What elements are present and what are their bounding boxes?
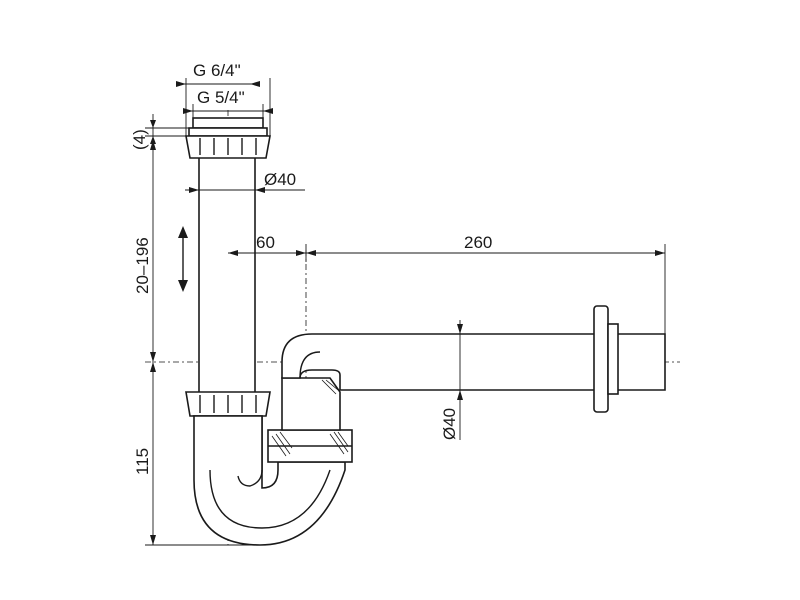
lower-slip-nut	[185, 391, 271, 417]
wall-flange	[593, 305, 619, 413]
top-slip-nut	[185, 117, 271, 159]
offset-60-label: 60	[256, 233, 275, 252]
dim-length-260: 260	[306, 233, 666, 334]
dim-gap: (4)	[130, 114, 193, 150]
trap-union-nut	[267, 377, 353, 463]
dim-pipe-diameter-side: Ø40	[440, 320, 463, 440]
dim-offset-60: 60	[228, 233, 307, 262]
thread-outer-label: G 6/4"	[193, 61, 241, 80]
height-adjust-arrow-icon	[178, 226, 188, 292]
dim-height-115: 115	[133, 362, 260, 546]
adjust-range-label: 20–196	[133, 237, 152, 294]
dim-pipe-diameter-top: Ø40	[185, 170, 305, 193]
length-260-label: 260	[464, 233, 492, 252]
dim-thread-inner: G 5/4"	[183, 88, 273, 120]
pipe-diameter-top-label: Ø40	[264, 170, 296, 189]
dim-adjust-range: 20–196	[133, 140, 156, 362]
height-115-label: 115	[133, 448, 152, 475]
dim-thread-outer: G 6/4"	[176, 61, 271, 136]
gap-label: (4)	[130, 129, 149, 150]
vertical-tailpipe	[198, 149, 256, 396]
u-trap	[192, 415, 346, 546]
pipe-diameter-side-label: Ø40	[440, 408, 459, 440]
wall-pipe	[281, 333, 666, 391]
thread-inner-label: G 5/4"	[197, 88, 245, 107]
